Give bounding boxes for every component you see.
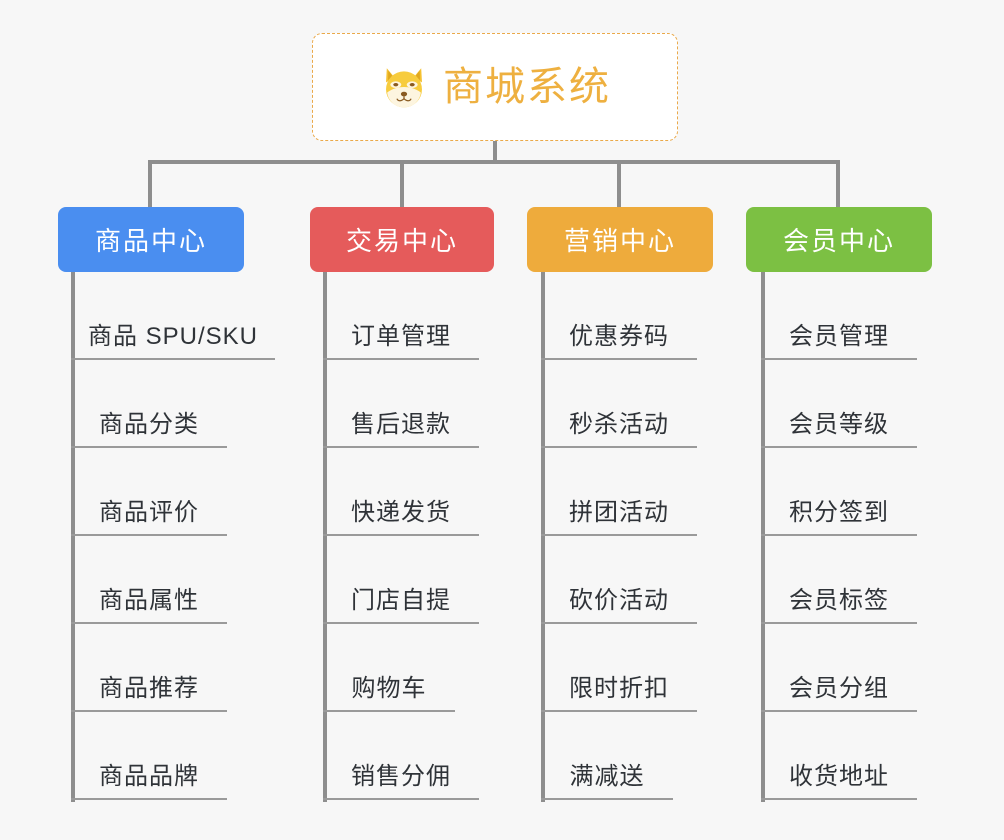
root-title: 商城系统 xyxy=(443,65,611,109)
leaf-item[interactable]: 限时折扣 xyxy=(541,624,697,712)
connector-drop-branch-1 xyxy=(148,160,152,208)
leaf-item[interactable]: 秒杀活动 xyxy=(541,360,697,448)
leaf-item-label: 购物车 xyxy=(351,674,427,702)
leaf-item-label: 快递发货 xyxy=(351,498,451,526)
leaf-item-label: 订单管理 xyxy=(351,322,451,350)
connector-root-stem xyxy=(493,141,497,164)
leaf-item-label: 商品推荐 xyxy=(99,674,199,702)
connector-drop-branch-2 xyxy=(400,160,404,208)
column-spine-4 xyxy=(761,272,765,802)
branch-head-label: 会员中心 xyxy=(782,226,895,256)
leaf-item[interactable]: 商品品牌 xyxy=(71,712,227,800)
leaf-item-label: 优惠券码 xyxy=(569,322,669,350)
branch-head-label: 营销中心 xyxy=(563,226,676,256)
leaf-item[interactable]: 收货地址 xyxy=(761,712,917,800)
leaf-item[interactable]: 购物车 xyxy=(323,624,455,712)
branch-head-1[interactable]: 商品中心 xyxy=(58,207,244,272)
leaf-item[interactable]: 满减送 xyxy=(541,712,673,800)
leaf-item[interactable]: 积分签到 xyxy=(761,448,917,536)
leaf-item[interactable]: 拼团活动 xyxy=(541,448,697,536)
leaf-item-label: 商品品牌 xyxy=(99,762,199,790)
leaf-item-label: 商品分类 xyxy=(99,410,199,438)
leaf-item[interactable]: 商品属性 xyxy=(71,536,227,624)
leaf-item-label: 拼团活动 xyxy=(569,498,669,526)
branch-head-label: 商品中心 xyxy=(94,226,207,256)
column-spine-1 xyxy=(71,272,75,802)
leaf-item-label: 积分签到 xyxy=(789,498,889,526)
leaf-item[interactable]: 门店自提 xyxy=(323,536,479,624)
root-node[interactable]: 商城系统 xyxy=(312,33,678,141)
branch-head-3[interactable]: 营销中心 xyxy=(527,207,713,272)
leaf-item-label: 秒杀活动 xyxy=(569,410,669,438)
column-spine-2 xyxy=(323,272,327,802)
leaf-item[interactable]: 商品 SPU/SKU xyxy=(71,272,275,360)
leaf-item[interactable]: 商品推荐 xyxy=(71,624,227,712)
leaf-item[interactable]: 商品分类 xyxy=(71,360,227,448)
leaf-item[interactable]: 快递发货 xyxy=(323,448,479,536)
leaf-item[interactable]: 订单管理 xyxy=(323,272,479,360)
leaf-item[interactable]: 会员等级 xyxy=(761,360,917,448)
leaf-item[interactable]: 会员标签 xyxy=(761,536,917,624)
connector-drop-branch-4 xyxy=(836,160,840,208)
leaf-item-label: 满减送 xyxy=(569,762,645,790)
branch-head-2[interactable]: 交易中心 xyxy=(310,207,494,272)
leaf-item-label: 会员等级 xyxy=(789,410,889,438)
leaf-item[interactable]: 售后退款 xyxy=(323,360,479,448)
leaf-item-label: 砍价活动 xyxy=(569,586,669,614)
leaf-item-label: 销售分佣 xyxy=(351,762,451,790)
branch-head-label: 交易中心 xyxy=(345,226,458,256)
connector-trunk-horizontal xyxy=(148,160,840,164)
shiba-dog-face-icon xyxy=(386,68,422,108)
leaf-item-label: 会员管理 xyxy=(789,322,889,350)
leaf-item[interactable]: 会员分组 xyxy=(761,624,917,712)
leaf-item-label: 商品 SPU/SKU xyxy=(87,322,259,350)
leaf-item-label: 限时折扣 xyxy=(569,674,669,702)
leaf-item-label: 售后退款 xyxy=(351,410,451,438)
leaf-item[interactable]: 砍价活动 xyxy=(541,536,697,624)
leaf-item[interactable]: 优惠券码 xyxy=(541,272,697,360)
leaf-item-label: 收货地址 xyxy=(789,762,889,790)
leaf-item[interactable]: 商品评价 xyxy=(71,448,227,536)
leaf-item-label: 门店自提 xyxy=(351,586,451,614)
leaf-item-label: 商品评价 xyxy=(99,498,199,526)
leaf-item[interactable]: 销售分佣 xyxy=(323,712,479,800)
branch-head-4[interactable]: 会员中心 xyxy=(746,207,932,272)
leaf-item-label: 商品属性 xyxy=(99,586,199,614)
leaf-item-label: 会员标签 xyxy=(789,586,889,614)
leaf-item-label: 会员分组 xyxy=(789,674,889,702)
connector-drop-branch-3 xyxy=(617,160,621,208)
leaf-item[interactable]: 会员管理 xyxy=(761,272,917,360)
column-spine-3 xyxy=(541,272,545,802)
